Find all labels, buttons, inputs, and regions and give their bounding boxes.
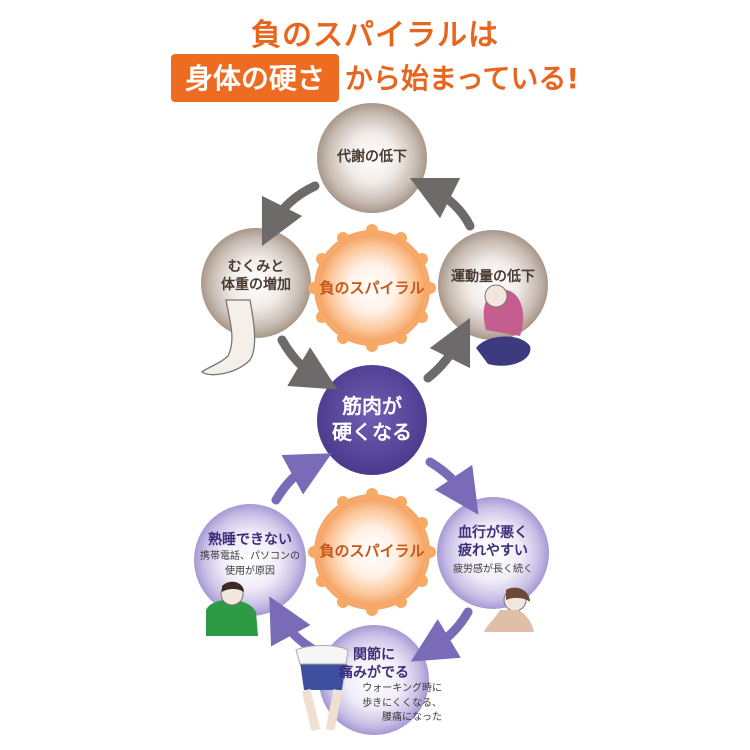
top-spiral-core [308, 224, 436, 352]
node-joint-label: 関節に 痛みがでる [339, 647, 409, 682]
center-node-bg [317, 365, 427, 475]
top-spiral-label: 負のスパイラル [319, 279, 425, 297]
sleepless-person-illustration [206, 581, 258, 636]
node-circulation-label: 血行が悪く 疲れやすい [458, 525, 528, 560]
arrow-swelling-to-muscle [277, 335, 338, 390]
node-swelling-label: むくみと 体重の増加 [221, 259, 291, 294]
title-line-1: 負のスパイラルは [251, 18, 499, 53]
arrow-sleep-to-muscle [271, 453, 332, 505]
knee-pain-person-illustration [295, 645, 349, 732]
bottom-spiral-core [308, 488, 436, 616]
node-circulation-bg [437, 497, 549, 609]
title-highlight-box: 身体の硬さ [170, 54, 339, 102]
node-circulation-note: 疲労感が長く続く [453, 564, 533, 575]
node-metabolism-bg [317, 103, 427, 213]
foot-illustration [201, 299, 256, 376]
arrow-muscle-to-circulation [425, 457, 479, 515]
arrow-metabolism-to-swelling [261, 181, 320, 247]
neck-pain-person-illustration [484, 587, 534, 632]
node-sleep-label: 熟睡できない [208, 532, 292, 548]
arrow-circulation-to-joint [410, 607, 473, 662]
bottom-spiral-label: 負のスパイラル [319, 542, 425, 560]
arrow-exercise-to-metabolism [409, 177, 475, 231]
title-line-2-rest: から始まっている! [344, 62, 580, 95]
arrow-muscle-to-exercise [423, 317, 471, 383]
node-metabolism-label: 代謝の低下 [337, 149, 407, 165]
center-node-label: 筋肉が 硬くなる [332, 394, 412, 444]
node-sleep-note: 携帯電話、パソコンの 使用が原因 [200, 551, 300, 577]
title-line-2: 身体の硬さから始まっている! [0, 54, 750, 102]
tired-person-illustration [476, 284, 531, 366]
node-exercise-label: 運動量の低下 [451, 269, 535, 285]
node-joint-note: ウォーキング時に 歩きにくくなる、 腰痛になった [362, 683, 442, 723]
